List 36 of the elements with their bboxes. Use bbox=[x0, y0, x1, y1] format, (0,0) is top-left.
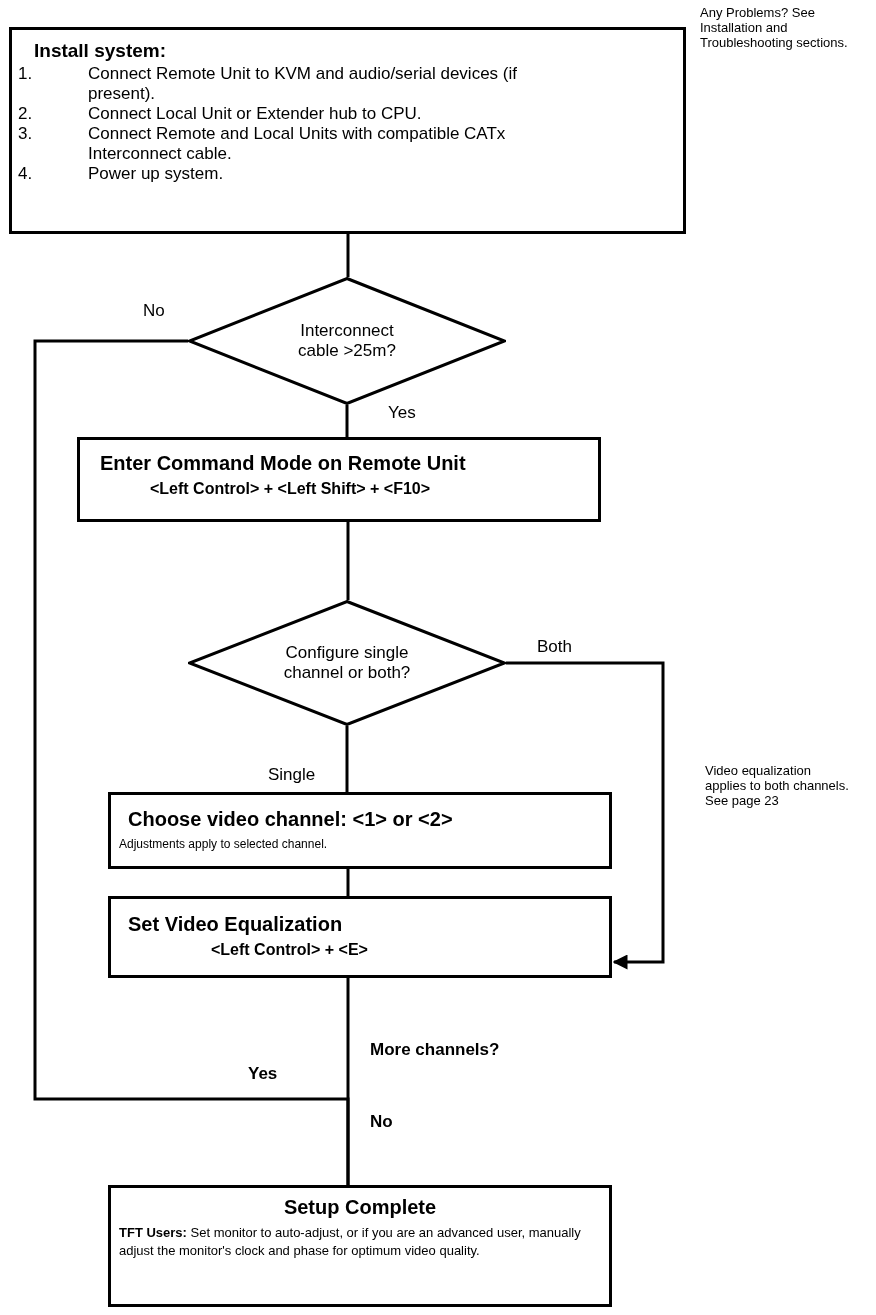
connector-line bbox=[345, 405, 349, 437]
connector-line bbox=[346, 522, 350, 600]
process-box bbox=[108, 792, 612, 869]
list-item: Power up system. bbox=[88, 164, 225, 184]
process-box bbox=[77, 437, 601, 522]
side-note: Any Problems? See Installation and Troubleshooting sections. bbox=[700, 5, 849, 50]
box-note: TFT Users: Set monitor to auto-adjust, or if you are an advanced user, manually adjust the monitor's clock and phase for optimum video quality. bbox=[119, 1224, 582, 1260]
connector-line bbox=[346, 234, 350, 277]
box-heading: Setup Complete bbox=[282, 1196, 438, 1219]
list-number: 2. bbox=[18, 104, 34, 124]
key-combination: <Left Control> + <E> bbox=[211, 941, 368, 959]
connector-line bbox=[345, 726, 349, 792]
box-heading: Install system: bbox=[34, 40, 166, 62]
list-number: 1. bbox=[18, 64, 34, 85]
box-heading: Set Video Equalization bbox=[128, 913, 343, 936]
process-box bbox=[108, 896, 612, 978]
list-item: Connect Remote and Local Units with compatible CATx Interconnect cable. bbox=[88, 124, 507, 164]
box-heading: Enter Command Mode on Remote Unit bbox=[100, 452, 466, 475]
connector-line bbox=[33, 339, 350, 1185]
side-note: Video equalization applies to both channels. See page 23 bbox=[705, 763, 850, 808]
list-item: Connect Remote Unit to KVM and audio/serial devices (if present). bbox=[88, 64, 518, 104]
list-item: Connect Local Unit or Extender hub to CPU. bbox=[88, 104, 423, 124]
box-note: Adjustments apply to selected channel. bbox=[119, 837, 328, 851]
list-number: 4. bbox=[18, 164, 34, 184]
decision-label: Yes bbox=[248, 1064, 279, 1084]
process-box bbox=[9, 27, 686, 234]
box-heading: Choose video channel: <1> or <2> bbox=[128, 808, 453, 831]
key-combination: <Left Control> + <Left Shift> + <F10> bbox=[150, 480, 431, 498]
edge-label: Single bbox=[268, 765, 316, 785]
list-number: 3. bbox=[18, 124, 34, 145]
connector-line bbox=[346, 869, 350, 896]
decision-text: Interconnect cable >25m? bbox=[297, 321, 397, 361]
process-box bbox=[108, 1185, 612, 1307]
arrow bbox=[506, 661, 665, 970]
decision-text: Configure single channel or both? bbox=[282, 643, 412, 683]
decision-label: More channels? bbox=[370, 1040, 501, 1060]
